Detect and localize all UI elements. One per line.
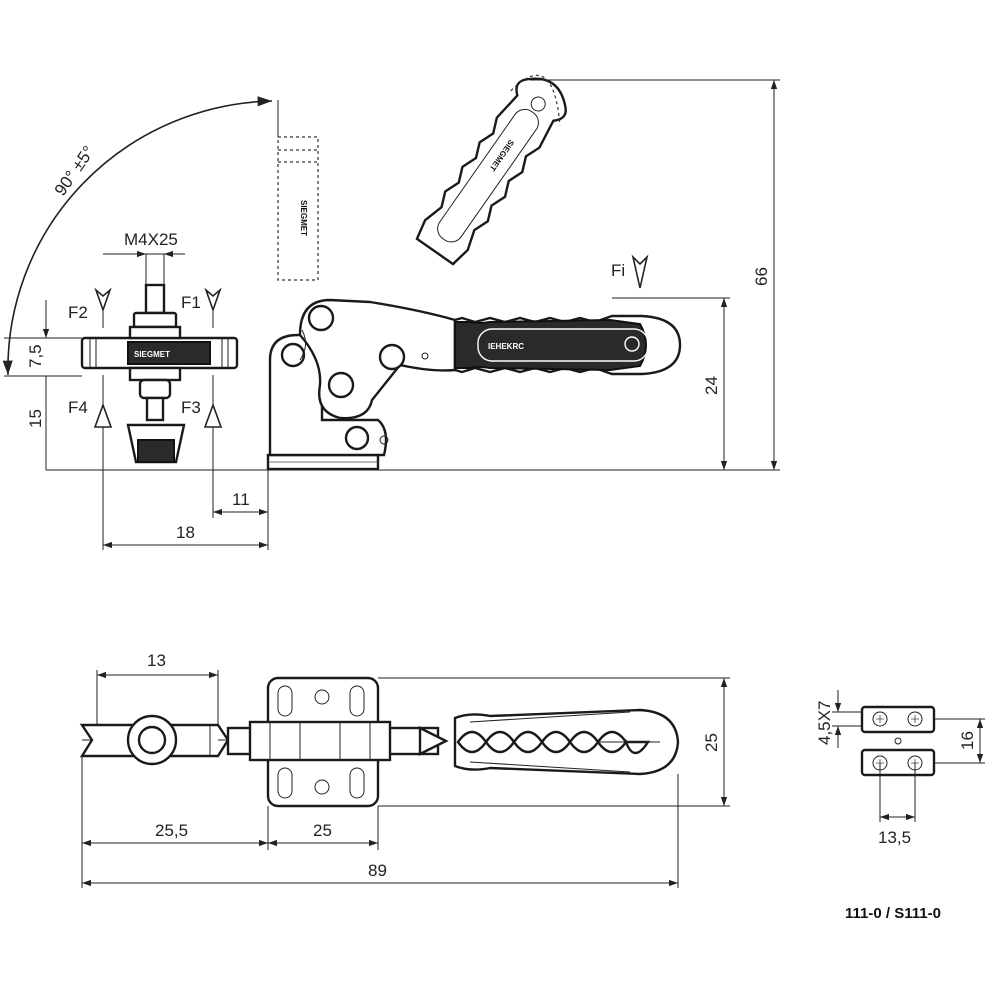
part-code: 111-0 / S111-0 <box>845 905 941 922</box>
dim-15: 15 <box>26 409 45 428</box>
side-view: IEHEKRC SIEGMET <box>2 74 780 550</box>
dim-16: 16 <box>958 731 977 750</box>
svg-text:SIEGMET: SIEGMET <box>134 350 170 359</box>
dim-25-5: 25,5 <box>155 821 188 840</box>
force-fi: Fi <box>611 261 625 280</box>
force-f1: F1 <box>181 293 201 312</box>
handle-open-dashed: SIEGMET <box>277 100 319 281</box>
thread-label: M4X25 <box>124 230 178 249</box>
force-arrows: F2 F1 F4 F3 Fi <box>68 254 649 428</box>
mounting-detail: 4,5X7 16 13,5 <box>815 690 985 847</box>
angle-label: 90° ±5° <box>51 143 99 200</box>
svg-text:SIEGMET: SIEGMET <box>299 200 308 236</box>
force-f3: F3 <box>181 398 201 417</box>
dim-13: 13 <box>147 651 166 670</box>
dim-66: 66 <box>752 267 771 286</box>
dim-4-5x7: 4,5X7 <box>815 701 834 745</box>
dim-25-height: 25 <box>702 733 721 752</box>
force-f2: F2 <box>68 303 88 322</box>
force-f4: F4 <box>68 398 88 417</box>
dim-7-5: 7,5 <box>26 344 45 368</box>
dim-24: 24 <box>702 376 721 395</box>
dim-89: 89 <box>368 861 387 880</box>
spindle-bar: SIEGMET <box>80 283 239 464</box>
dim-25-base: 25 <box>313 821 332 840</box>
dim-18: 18 <box>176 523 195 542</box>
top-view: 13 25 25,5 25 89 <box>79 651 730 888</box>
svg-text:IEHEKRC: IEHEKRC <box>488 342 524 351</box>
dim-13-5: 13,5 <box>878 828 911 847</box>
handle-horizontal: IEHEKRC <box>453 314 682 376</box>
dim-11: 11 <box>232 490 250 509</box>
handle-rotated: SIEGMET <box>415 74 567 266</box>
